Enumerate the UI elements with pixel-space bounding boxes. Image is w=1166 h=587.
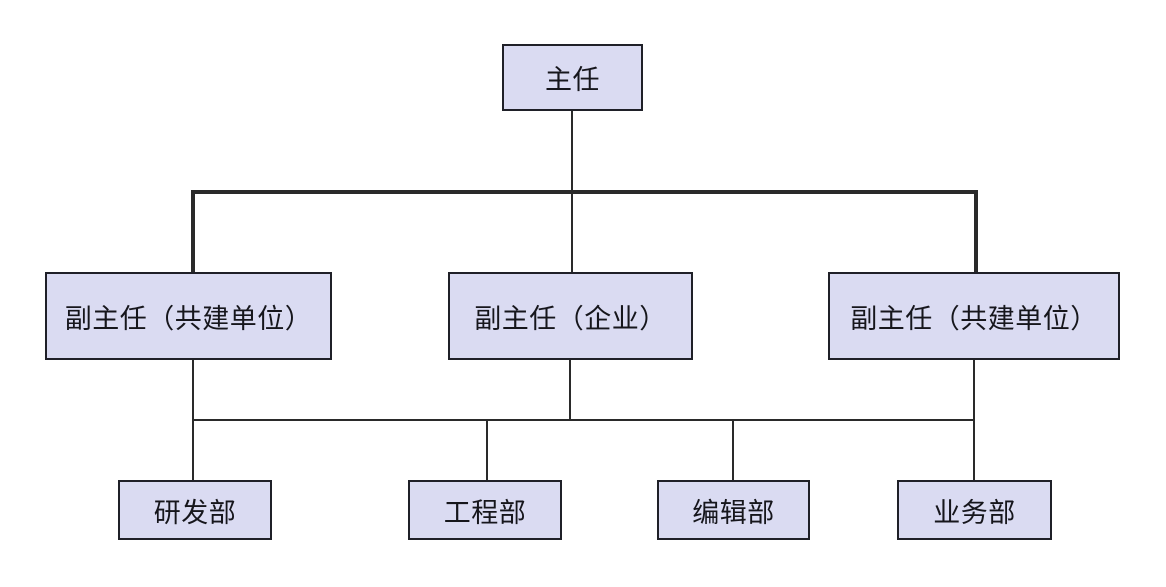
connector-dept3-vertical xyxy=(732,419,734,480)
connector-deputy1-vertical xyxy=(192,360,194,480)
org-node-dept-business: 业务部 xyxy=(897,480,1052,540)
org-node-deputy-coconstruction-left: 副主任（共建单位） xyxy=(45,272,332,360)
connector-tier1-right-vertical xyxy=(974,190,978,272)
connector-tier1-horizontal xyxy=(191,190,978,194)
org-node-deputy-enterprise: 副主任（企业） xyxy=(448,272,693,360)
connector-deputy3-vertical xyxy=(973,360,975,480)
org-node-deputy-coconstruction-right: 副主任（共建单位） xyxy=(828,272,1120,360)
org-node-dept-editorial: 编辑部 xyxy=(657,480,810,540)
org-node-dept-rnd: 研发部 xyxy=(118,480,272,540)
org-node-dept-engineering: 工程部 xyxy=(408,480,562,540)
org-node-director: 主任 xyxy=(502,44,643,111)
connector-tier2-horizontal xyxy=(192,419,975,421)
connector-tier1-left-vertical xyxy=(191,190,195,272)
connector-deputy2-vertical xyxy=(569,360,571,420)
connector-dept2-vertical xyxy=(486,419,488,480)
